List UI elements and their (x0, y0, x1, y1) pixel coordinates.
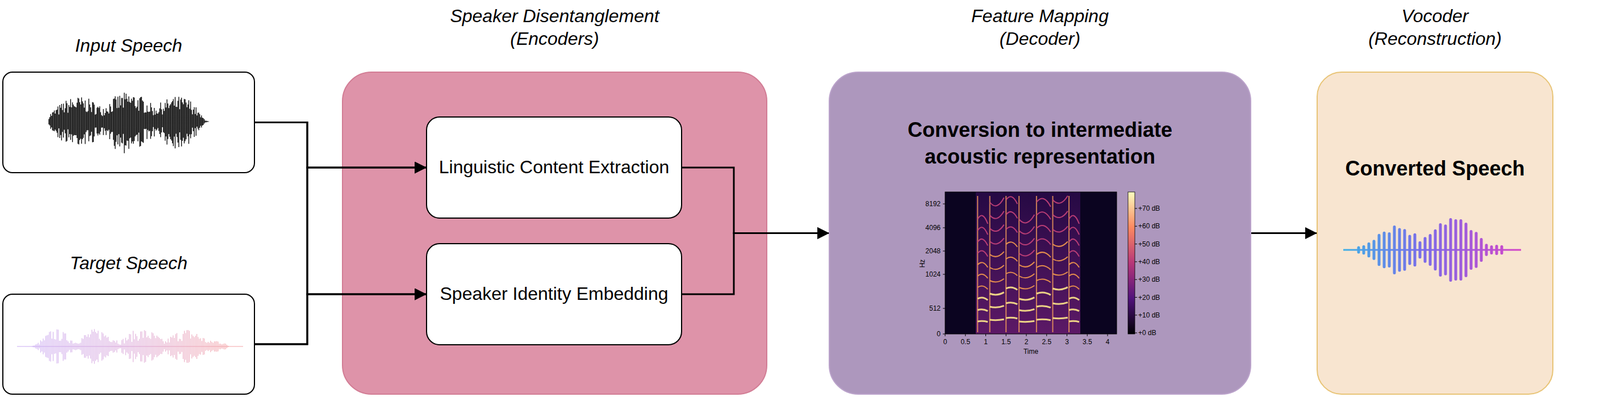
box-label: Linguistic Content Extraction (427, 149, 682, 186)
connector-arrow (1251, 232, 1317, 235)
y-axis-label: 4096 (925, 224, 941, 232)
spectrogram (942, 191, 1138, 337)
colorbar-label: +50 dB (1138, 240, 1160, 248)
panel-text: Conversion to intermediate acoustic repr… (863, 117, 1217, 171)
stage-heading: Feature Mapping (Decoder) (949, 4, 1131, 50)
stage-heading: Speaker Disentanglement (Encoders) (412, 4, 697, 50)
process-box: Speaker Identity Embedding (425, 243, 683, 346)
x-axis-label: 4 (1105, 338, 1110, 346)
colorbar (1128, 191, 1135, 334)
connector-arrow (255, 122, 426, 295)
stage-heading: Vocoder (Reconstruction) (1338, 4, 1532, 50)
x-axis-label: 1.5 (1001, 338, 1012, 346)
colorbar-label: +60 dB (1138, 222, 1160, 230)
y-axis-label: 2048 (925, 247, 941, 255)
output-waveform (1343, 219, 1522, 281)
colorbar-label: +0 dB (1138, 329, 1157, 337)
connector-arrow (682, 167, 829, 234)
x-axis-label: 3.5 (1082, 338, 1093, 346)
connector-arrow (682, 233, 829, 295)
colorbar-label: +10 dB (1138, 311, 1160, 319)
connector-arrow (255, 122, 426, 169)
spectrogram-plot (945, 191, 1117, 334)
x-axis-label: 1 (983, 338, 988, 346)
colorbar-label: +70 dB (1138, 205, 1160, 212)
connector-arrow (255, 294, 426, 345)
y-axis-label: 8192 (925, 200, 941, 208)
x-axis-label: 3 (1064, 338, 1069, 346)
stage-heading: Target Speech (69, 251, 188, 275)
y-axis-label: 512 (929, 305, 941, 312)
x-axis-label: 0.5 (960, 338, 971, 346)
panel-text: Converted Speech (1344, 155, 1525, 183)
input-waveform (48, 92, 210, 154)
stage-heading: Input Speech (74, 34, 183, 57)
target-waveform (17, 328, 244, 364)
x-axis-label: Time (1023, 348, 1039, 355)
y-axis-label: Hz (918, 259, 926, 269)
y-axis-label: 1024 (925, 270, 941, 278)
x-axis-label: 2 (1024, 338, 1029, 346)
colorbar-label: +30 dB (1138, 276, 1160, 283)
connector-arrow (255, 167, 426, 345)
colorbar-label: +20 dB (1138, 294, 1160, 302)
box-label: Speaker Identity Embedding (428, 276, 680, 312)
colorbar-label: +40 dB (1138, 258, 1160, 266)
encoder-panel: Linguistic Content ExtractionSpeaker Ide… (341, 71, 768, 395)
x-axis-label: 0 (943, 338, 948, 346)
x-axis-label: 2.5 (1041, 338, 1052, 346)
y-axis-label: 0 (936, 330, 941, 338)
process-box: Linguistic Content Extraction (425, 116, 683, 219)
